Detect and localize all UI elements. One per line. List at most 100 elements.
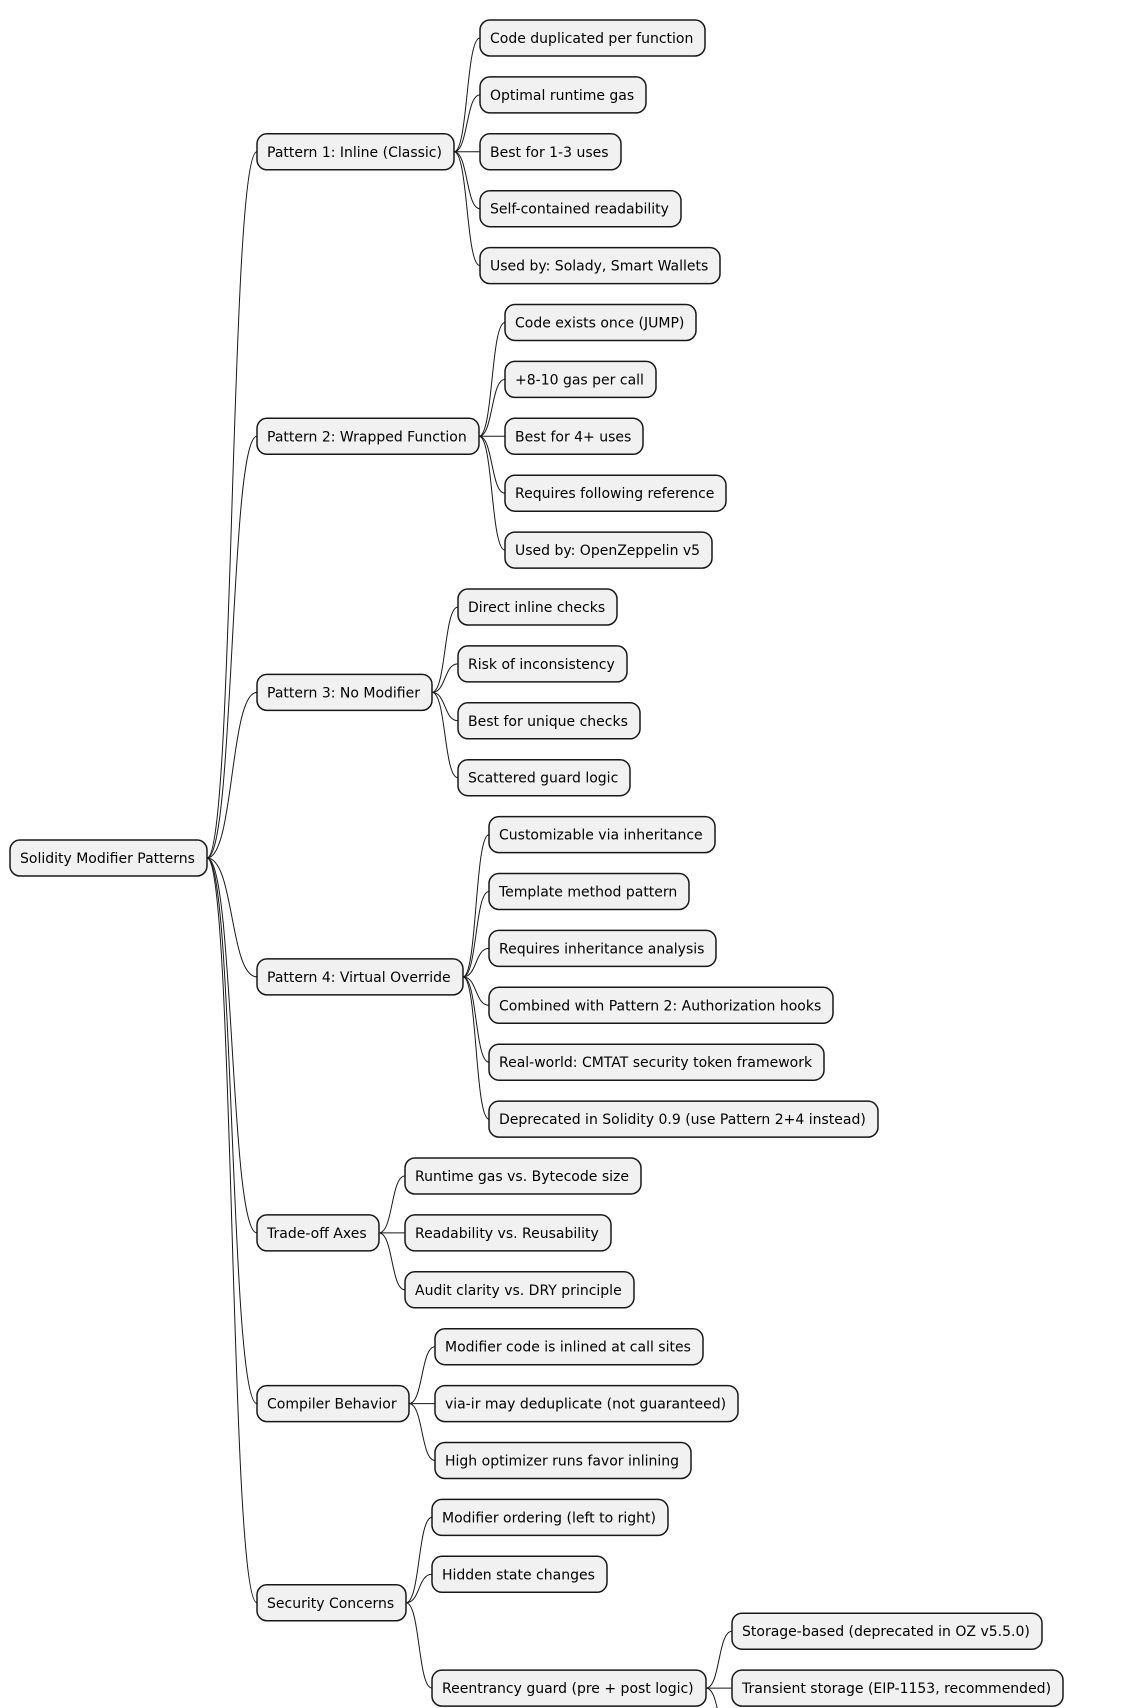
node-label: Used by: OpenZeppelin v5 <box>515 543 700 559</box>
node-box <box>404 1271 635 1309</box>
mindmap-node-direct-inline-checks: Direct inline checks <box>457 588 618 626</box>
mindmap-node-modifier-code-is-inlined-at-call-sites: Modifier code is inlined at call sites <box>434 1327 704 1366</box>
mindmap-node-reentrancy-guard-pre-post-logic: Reentrancy guard (pre + post logic) <box>431 1669 707 1707</box>
node-label: Code exists once (JUMP) <box>515 316 684 332</box>
connector-line <box>408 1403 436 1461</box>
connector-line <box>206 857 258 1234</box>
mindmap-node-real-world-cmtat-security-token-framewor: Real-world: CMTAT security token framewo… <box>488 1043 825 1081</box>
mindmap-node-self-contained-readability: Self-contained readability <box>479 189 682 228</box>
connector-line <box>453 94 481 153</box>
node-box <box>488 872 690 911</box>
root-node: Solidity Modifier Patterns <box>9 839 208 877</box>
node-label: Requires inheritance analysis <box>499 941 704 957</box>
mindmap-node-requires-inheritance-analysis: Requires inheritance analysis <box>488 929 717 968</box>
connector-line <box>478 435 506 551</box>
node-box <box>488 986 834 1025</box>
connector-line <box>405 1602 433 1689</box>
node-box <box>488 929 717 968</box>
node-box <box>479 133 622 171</box>
node-label: Solidity Modifier Patterns <box>20 851 195 867</box>
node-box <box>404 1157 642 1195</box>
node-box <box>479 246 721 285</box>
connector-line <box>462 976 490 1063</box>
node-box <box>488 1100 879 1138</box>
mindmap-node-audit-clarity-vs-dry-principle: Audit clarity vs. DRY principle <box>404 1271 635 1309</box>
node-label: Security Concerns <box>267 1596 394 1612</box>
node-box <box>404 1214 612 1252</box>
connector-line <box>478 435 506 494</box>
node-box <box>457 645 628 683</box>
connector-line <box>431 691 459 722</box>
node-box <box>479 76 647 114</box>
node-label: Direct inline checks <box>468 600 605 616</box>
node-label: Trade-off Axes <box>266 1226 367 1242</box>
node-box <box>256 1584 407 1622</box>
connector-line <box>462 834 490 978</box>
node-label: Best for 1-3 uses <box>490 145 609 161</box>
connector-line <box>453 37 481 153</box>
node-label: Modifier ordering (left to right) <box>442 1510 656 1526</box>
node-box <box>434 1384 739 1423</box>
node-label: Self-contained readability <box>490 202 669 218</box>
node-label: via-ir may deduplicate (not guaranteed) <box>445 1397 726 1413</box>
node-box <box>457 702 641 740</box>
node-label: Scattered guard logic <box>468 771 618 787</box>
mindmap-node-best-for-unique-checks: Best for unique checks <box>457 702 641 740</box>
node-box <box>731 1612 1043 1650</box>
node-box <box>504 474 727 512</box>
mindmap-node-pattern-2-wrapped-function: Pattern 2: Wrapped Function <box>256 417 480 456</box>
connector-line <box>462 947 490 978</box>
mindmap-node-scattered-guard-logic: Scattered guard logic <box>457 758 631 797</box>
node-label: Deprecated in Solidity 0.9 (use Pattern … <box>499 1112 866 1128</box>
connector-line <box>453 151 481 210</box>
connector-line <box>705 1687 718 1708</box>
node-label: Reentrancy guard (pre + post logic) <box>442 1681 694 1697</box>
connector-line <box>478 378 506 437</box>
node-box <box>434 1327 704 1366</box>
mindmap-node-pattern-1-inline-classic: Pattern 1: Inline (Classic) <box>256 133 455 171</box>
connector-line <box>206 435 258 859</box>
mindmap-node-compiler-behavior: Compiler Behavior <box>256 1384 410 1423</box>
mindmap-node-pattern-4-virtual-override: Pattern 4: Virtual Override <box>256 958 464 996</box>
node-label: Transient storage (EIP-1153, recommended… <box>741 1681 1051 1697</box>
mindmap-node-security-concerns: Security Concerns <box>256 1584 407 1622</box>
node-label: Requires following reference <box>515 486 714 502</box>
mindmap-node-readability-vs-reusability: Readability vs. Reusability <box>404 1214 612 1252</box>
node-label: Storage-based (deprecated in OZ v5.5.0) <box>742 1624 1030 1640</box>
connector-line <box>206 857 258 1405</box>
mindmap-node-transient-storage-eip-1153-recommended: Transient storage (EIP-1153, recommended… <box>731 1669 1064 1707</box>
node-box <box>479 189 682 228</box>
node-box <box>256 1384 410 1423</box>
connector-line <box>405 1573 433 1604</box>
node-box <box>256 958 464 996</box>
node-label: Compiler Behavior <box>267 1397 397 1413</box>
connector-line <box>431 606 459 693</box>
connector-line <box>462 976 490 1120</box>
connector-line <box>431 691 459 779</box>
node-label: Risk of inconsistency <box>468 657 615 673</box>
mindmap-node-modifier-ordering-left-to-right: Modifier ordering (left to right) <box>431 1498 669 1537</box>
mindmap-node-via-ir-may-deduplicate-not-guaranteed: via-ir may deduplicate (not guaranteed) <box>434 1384 739 1423</box>
node-label: Runtime gas vs. Bytecode size <box>415 1169 629 1185</box>
mindmap-node-risk-of-inconsistency: Risk of inconsistency <box>457 645 628 683</box>
mindmap-node-trade-off-axes: Trade-off Axes <box>256 1214 380 1252</box>
connector-line <box>705 1630 733 1689</box>
edges-layer <box>206 37 733 1708</box>
connector-line <box>453 151 481 267</box>
connector-line <box>431 663 459 693</box>
node-box <box>504 417 644 456</box>
node-box <box>431 1555 608 1594</box>
node-label: Combined with Pattern 2: Authorization h… <box>499 998 821 1014</box>
connector-line <box>478 322 506 437</box>
nodes-layer: Transient: cheaper, no init, proxy-safeS… <box>9 19 1064 1707</box>
connector-line <box>405 1516 433 1604</box>
node-label: Best for 4+ uses <box>515 429 631 445</box>
node-label: +8-10 gas per call <box>515 372 644 388</box>
mindmap-node-8-10-gas-per-call: +8-10 gas per call <box>504 360 657 399</box>
node-box <box>488 1043 825 1081</box>
node-box <box>488 815 716 854</box>
node-box <box>731 1669 1064 1707</box>
mindmap-node-best-for-4-uses: Best for 4+ uses <box>504 417 644 456</box>
node-label: Used by: Solady, Smart Wallets <box>490 259 708 275</box>
